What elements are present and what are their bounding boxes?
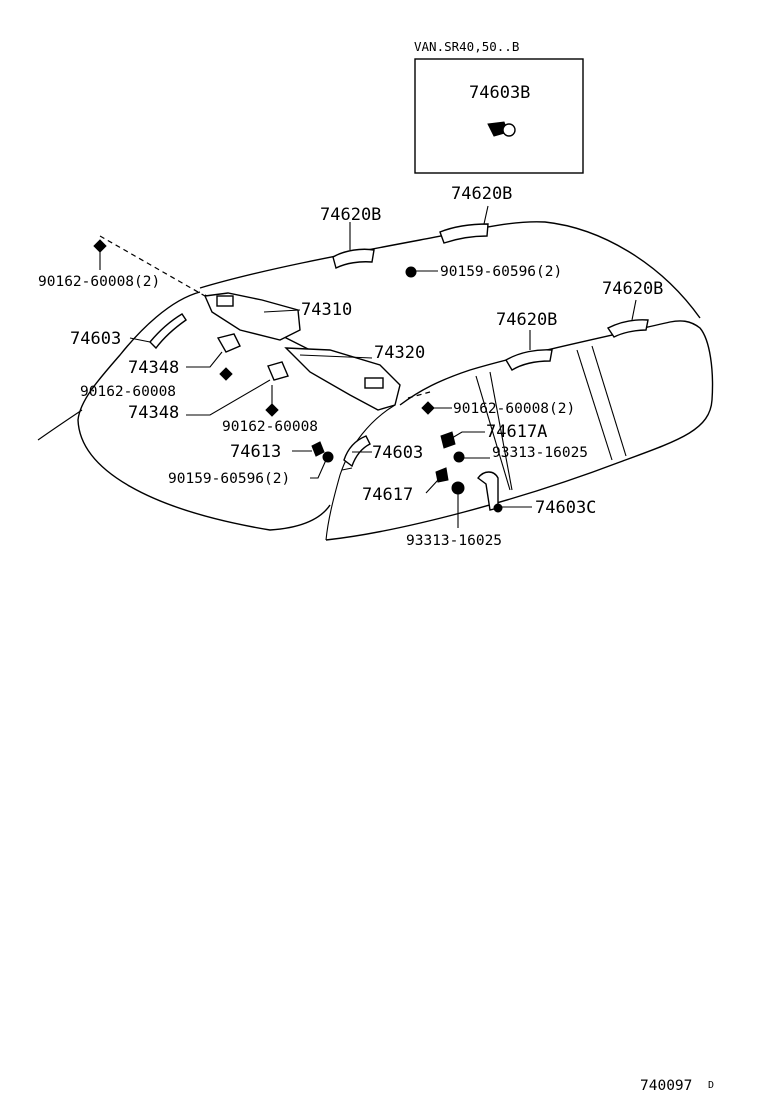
label-74603-mid: 74603 [372, 443, 423, 463]
figure-code-suffix: D [708, 1080, 714, 1091]
assist-grip-74620B-c [505, 349, 553, 371]
label-74310: 74310 [301, 300, 352, 320]
label-74617A: 74617A [486, 422, 547, 442]
label-74603C: 74603C [535, 498, 596, 518]
label-74620B-c: 74620B [602, 279, 663, 299]
console-74320 [284, 347, 401, 411]
label-74603-left: 74603 [70, 329, 121, 349]
label-90159-60596-2-top: 90159-60596(2) [440, 264, 562, 280]
label-93313-16025-b: 93313-16025 [406, 533, 502, 549]
variant-box: VAN.SR40,50..B 74603B [414, 39, 584, 174]
label-90162-60008-b: 90162-60008 [222, 419, 318, 435]
clip-74348-a [216, 333, 241, 353]
screw-90162-60008-2-right [421, 401, 452, 415]
console-74310 [203, 292, 301, 341]
label-90162-60008-a: 90162-60008 [80, 384, 176, 400]
clip-74603B-icon [487, 121, 516, 137]
label-74348-b: 74348 [128, 403, 179, 423]
screw-90159-60596-2-bottom [322, 451, 334, 463]
label-74348-a: 74348 [128, 358, 179, 378]
label-74620B-d: 74620B [496, 310, 557, 330]
label-90159-60596-2-bottom: 90159-60596(2) [168, 471, 290, 487]
screw-90162-60008-2-left [93, 239, 107, 270]
clip-74348-b [267, 361, 289, 381]
label-74620B-b: 74620B [451, 184, 512, 204]
screw-90162-60008-b [265, 385, 279, 417]
label-90162-60008-2-left: 90162-60008(2) [38, 274, 160, 290]
assist-grip-74620B-a [332, 248, 375, 270]
cap-74617A [440, 431, 456, 449]
label-74603B: 74603B [469, 83, 530, 103]
label-74613: 74613 [230, 442, 281, 462]
screw-93313-16025-b [451, 481, 465, 528]
screw-90159-60596-2-top [405, 266, 438, 278]
label-93313-16025-a: 93313-16025 [492, 445, 588, 461]
label-74617: 74617 [362, 485, 413, 505]
variant-caption: VAN.SR40,50..B [414, 39, 519, 54]
label-90162-60008-2-right: 90162-60008(2) [453, 401, 575, 417]
assist-grip-74620B-d [606, 319, 649, 338]
sunvisor-holder-74603-mid [341, 435, 371, 471]
screw-90162-60008-a [219, 367, 233, 381]
figure-code: 740097 [640, 1078, 692, 1094]
label-74620B-a: 74620B [320, 205, 381, 225]
assist-grip-74620B-b [439, 223, 489, 244]
cap-74613 [292, 441, 325, 457]
sunvisor-holder-74603-left [149, 313, 187, 350]
sunvisor-holder-74603C [477, 471, 503, 513]
screw-93313-16025-a [453, 451, 465, 463]
label-74320: 74320 [374, 343, 425, 363]
cap-74617 [435, 467, 449, 483]
